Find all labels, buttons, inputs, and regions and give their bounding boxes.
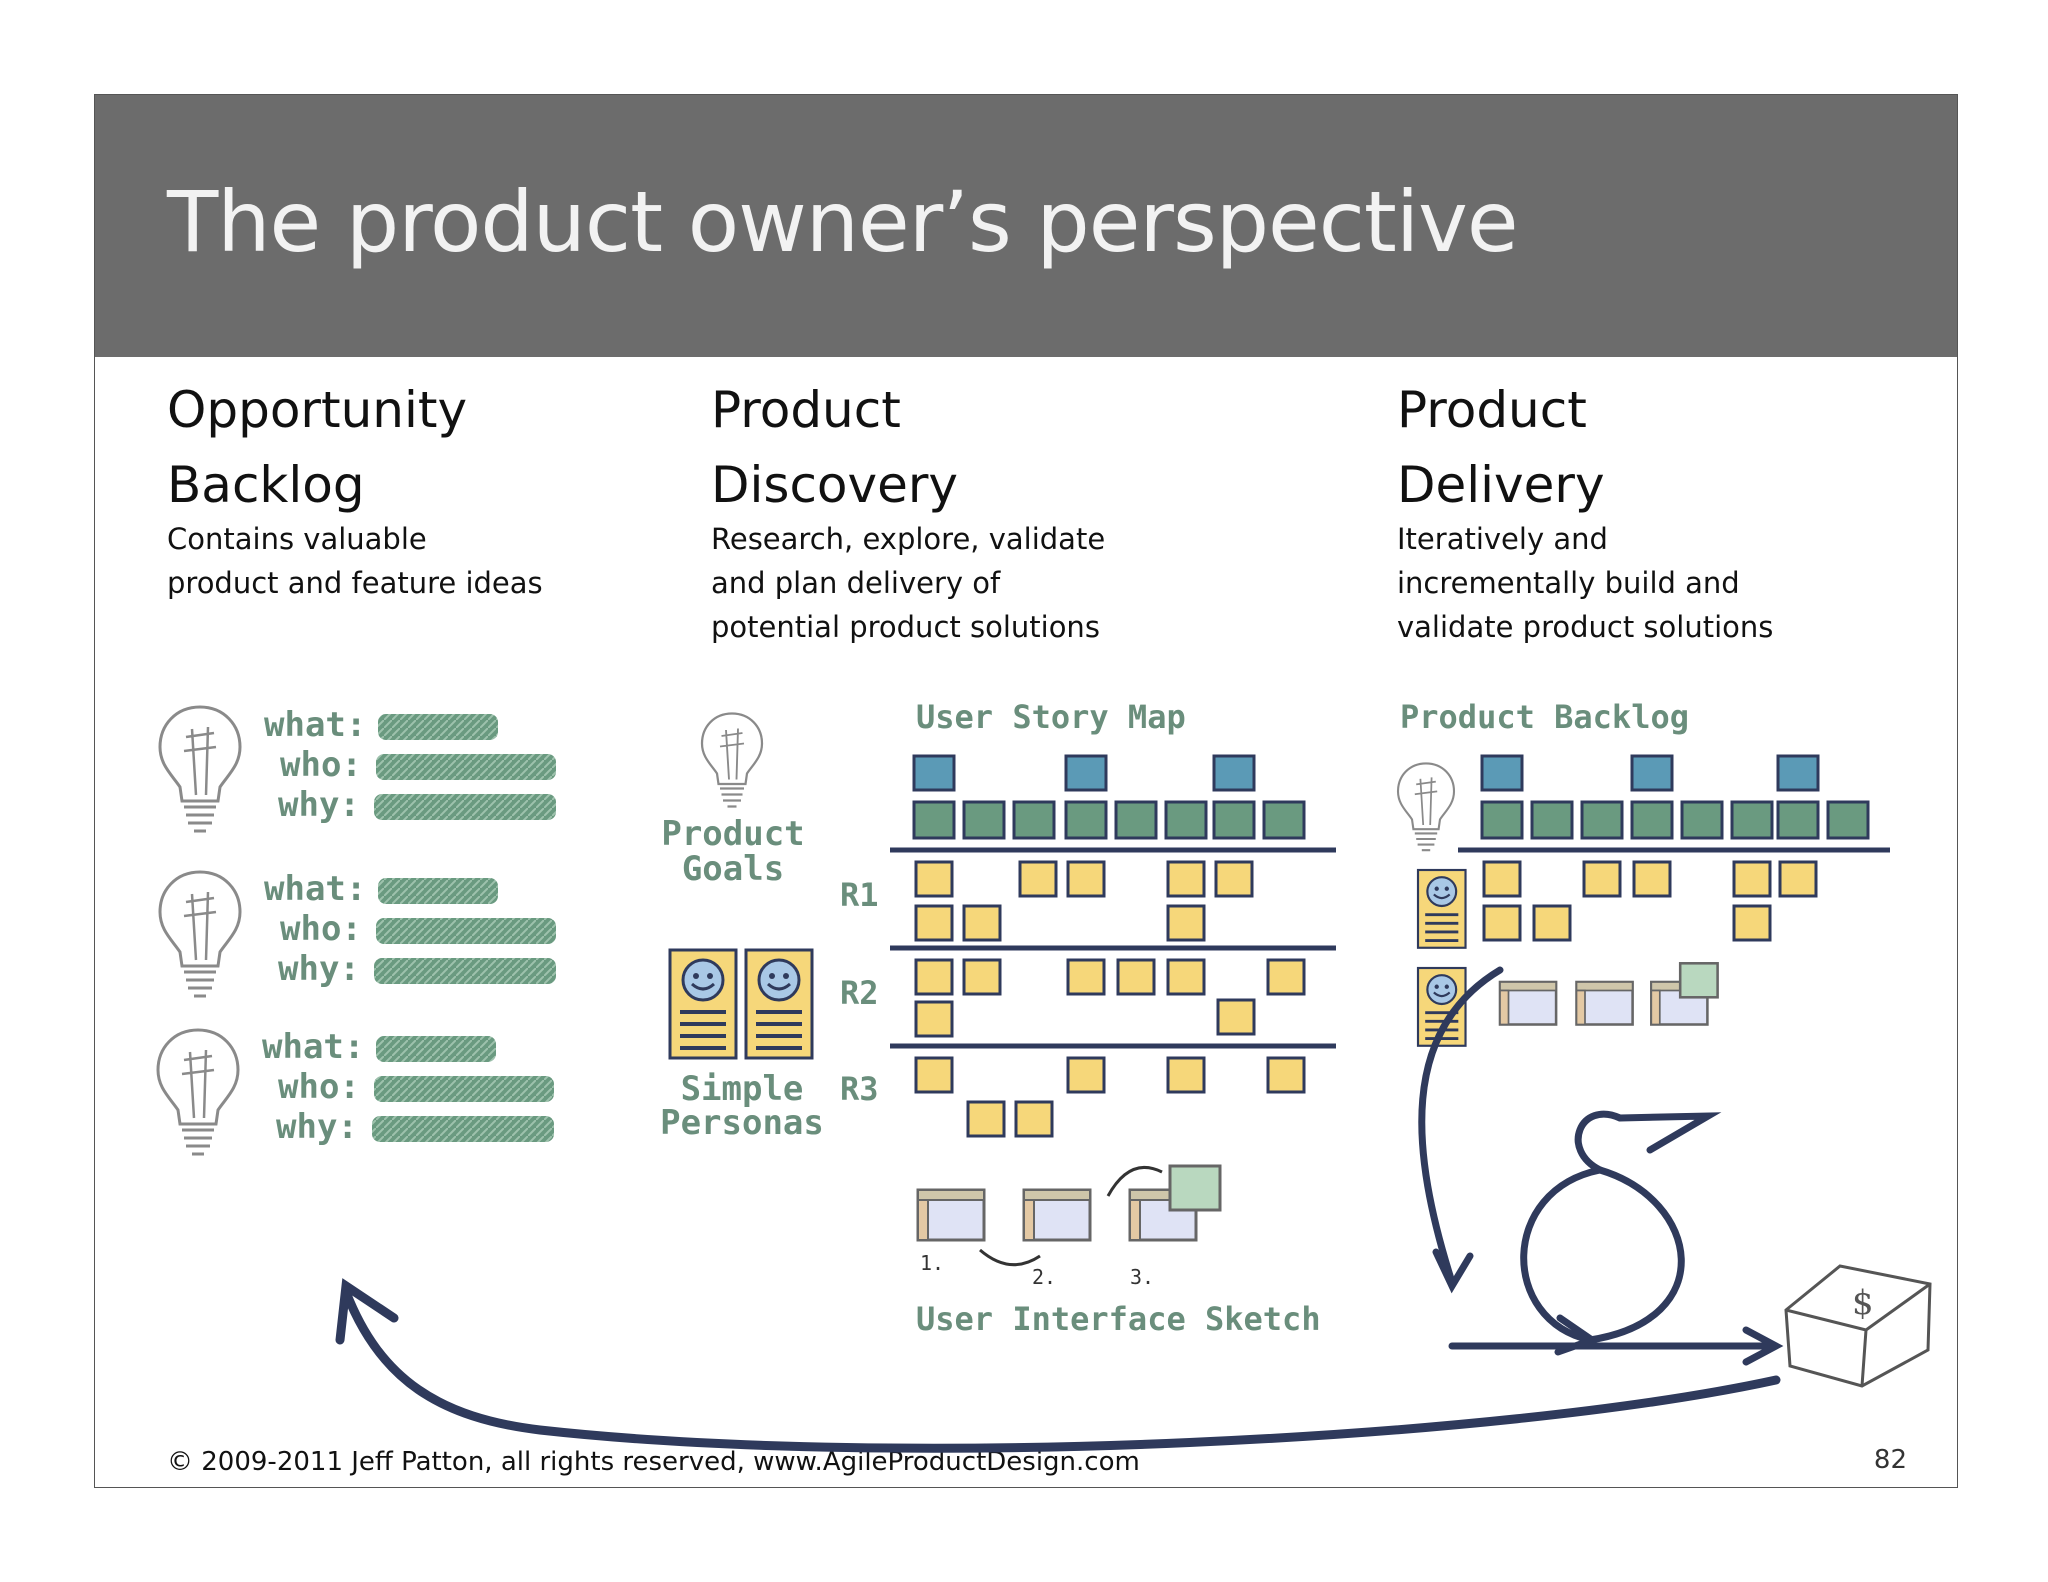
who-label: who: (280, 745, 362, 785)
lightbulb-icon (156, 1028, 240, 1156)
release-r3-label: R3 (840, 1070, 879, 1108)
wireframe-icon (1575, 980, 1634, 1026)
simple-personas-label: Simple (681, 1069, 804, 1109)
wireframe-icon (1678, 962, 1719, 999)
feedback-arrow (335, 1278, 1781, 1453)
iteration-cycle-icon (1418, 966, 1784, 1366)
user-story-map (890, 754, 1336, 1138)
step-2-label: 2. (1032, 1265, 1056, 1289)
scribble-bar (374, 794, 556, 820)
arrow-icon (979, 1248, 1041, 1267)
what-label: what: (262, 1027, 364, 1067)
user-story-map-label: User Story Map (916, 698, 1186, 736)
scribble-bar (374, 1076, 554, 1102)
scribble-bar (376, 1036, 496, 1062)
product-goals-label: Goals (682, 849, 784, 889)
release-1-stories (914, 860, 1254, 942)
what-label: what: (264, 869, 366, 909)
step-3-label: 3. (1130, 1265, 1154, 1289)
opportunity-card-2: what: who: why: (158, 869, 556, 998)
scribble-bar (376, 754, 556, 780)
backbone-row (912, 800, 1306, 840)
column-delivery-description: Iteratively and incrementally build and … (1397, 522, 1774, 644)
persona-card-icon (668, 948, 738, 1060)
why-label: why: (278, 949, 360, 989)
lightbulb-icon (158, 705, 242, 833)
who-label: who: (278, 1067, 360, 1107)
ui-sketch: 1. 2. 3. User Interface Sketch (916, 1164, 1321, 1338)
activity-card (912, 754, 956, 792)
release-2-stories (914, 958, 1306, 1038)
why-label: why: (276, 1107, 358, 1147)
release-r2-label: R2 (840, 974, 879, 1012)
scribble-bar (374, 958, 556, 984)
what-label: what: (264, 705, 366, 745)
opportunity-card-1: what: who: why: (158, 705, 556, 833)
persona-card-icon (1416, 868, 1467, 950)
scribble-bar (376, 918, 556, 944)
lightbulb-icon (1396, 762, 1456, 852)
simple-personas-label: Personas (660, 1103, 824, 1143)
wireframe-icon (916, 1188, 986, 1242)
product-goals-label: Product (661, 814, 804, 854)
who-label: who: (280, 909, 362, 949)
scribble-bar (372, 1116, 554, 1142)
delivery-ui-sketch (1498, 962, 1719, 1026)
column-opportunity-heading: Opportunity Backlog (167, 381, 468, 514)
lightbulb-icon (158, 870, 242, 998)
scribble-bar (378, 878, 498, 904)
title-bar: The product owner’s perspective (95, 95, 1957, 357)
activity-card (1212, 754, 1256, 792)
released-product-box-icon: $ (1784, 1264, 1932, 1388)
persona-card-icon (744, 948, 814, 1060)
page-number: 82 (1873, 1445, 1907, 1475)
step-1-label: 1. (920, 1251, 944, 1275)
column-delivery-heading: Product Delivery (1397, 381, 1605, 514)
wireframe-icon (1168, 1164, 1222, 1212)
lightbulb-icon (700, 712, 764, 808)
ui-sketch-label: User Interface Sketch (916, 1300, 1321, 1338)
column-opportunity-description: Contains valuable product and feature id… (167, 522, 543, 600)
arrow-icon (1106, 1166, 1163, 1197)
product-backlog-label: Product Backlog (1400, 698, 1689, 736)
release-r1-label: R1 (840, 876, 879, 914)
column-discovery-description: Research, explore, validate and plan del… (711, 522, 1106, 644)
wireframe-icon (1022, 1188, 1092, 1242)
opportunity-card-3: what: who: why: (156, 1027, 554, 1156)
scribble-bar (378, 714, 498, 740)
box-dollar-symbol: $ (1852, 1283, 1874, 1323)
column-discovery-heading: Product Discovery (711, 381, 959, 514)
release-3-stories (914, 1056, 1306, 1138)
wireframe-icon (1498, 980, 1558, 1026)
activity-card (1064, 754, 1108, 792)
why-label: why: (278, 785, 360, 825)
slide-title: The product owner’s perspective (167, 173, 1519, 271)
product-backlog-map (1458, 754, 1890, 942)
